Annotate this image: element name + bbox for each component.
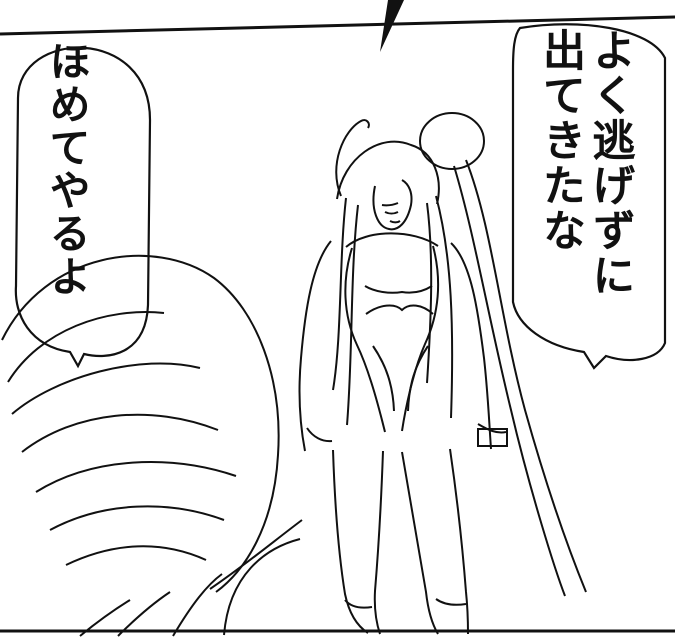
speech-bubble-left-text: ほめてやるよ xyxy=(42,40,91,298)
speech-bubble-right-shape xyxy=(511,23,667,370)
foreground-character xyxy=(1,254,303,637)
speech-bubble-right-text: よく逃げずに 出てきたな xyxy=(535,28,635,298)
panel-border xyxy=(0,15,675,633)
ink-wedge xyxy=(380,0,404,52)
standing-character xyxy=(298,112,587,635)
speech-bubble-left-shape xyxy=(14,46,152,369)
